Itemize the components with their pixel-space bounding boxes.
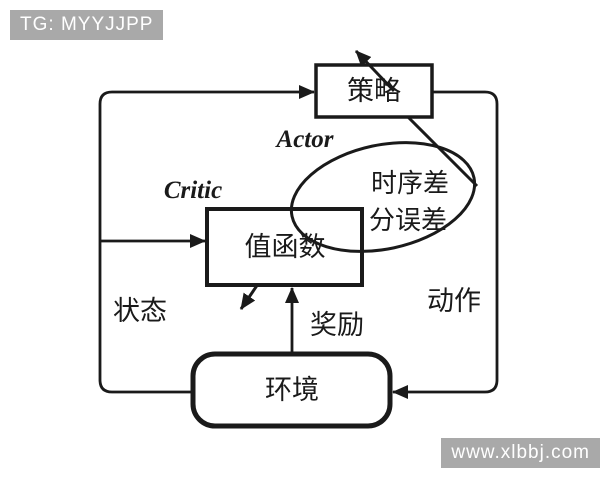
value-function-label: 值函数 xyxy=(245,232,326,262)
policy-to-td-error-line xyxy=(406,115,479,188)
td-error-label-line1: 时序差 xyxy=(371,168,449,198)
environment-box xyxy=(190,351,393,429)
td-error-balloon xyxy=(289,141,477,253)
value-function-box xyxy=(205,207,364,287)
watermark-telegram-badge: TG: MYYJJPP xyxy=(10,10,164,40)
critic-label: Critic xyxy=(164,177,222,204)
action-edge-label: 动作 xyxy=(427,286,481,316)
td-error-label-line2: 分误差 xyxy=(369,205,447,235)
environment-label: 环境 xyxy=(265,375,319,405)
policy-label: 策略 xyxy=(347,76,401,106)
actor-label: Actor xyxy=(275,126,334,153)
value-update-arrow xyxy=(239,283,260,310)
action-to-environment-arrow xyxy=(392,90,499,399)
state-edge-label: 状态 xyxy=(113,296,167,326)
watermark-website-badge: www.xlbbj.com xyxy=(441,438,600,468)
reward-edge-label: 奖励 xyxy=(310,310,364,340)
policy-update-arrow xyxy=(354,49,396,93)
policy-box xyxy=(314,63,434,119)
